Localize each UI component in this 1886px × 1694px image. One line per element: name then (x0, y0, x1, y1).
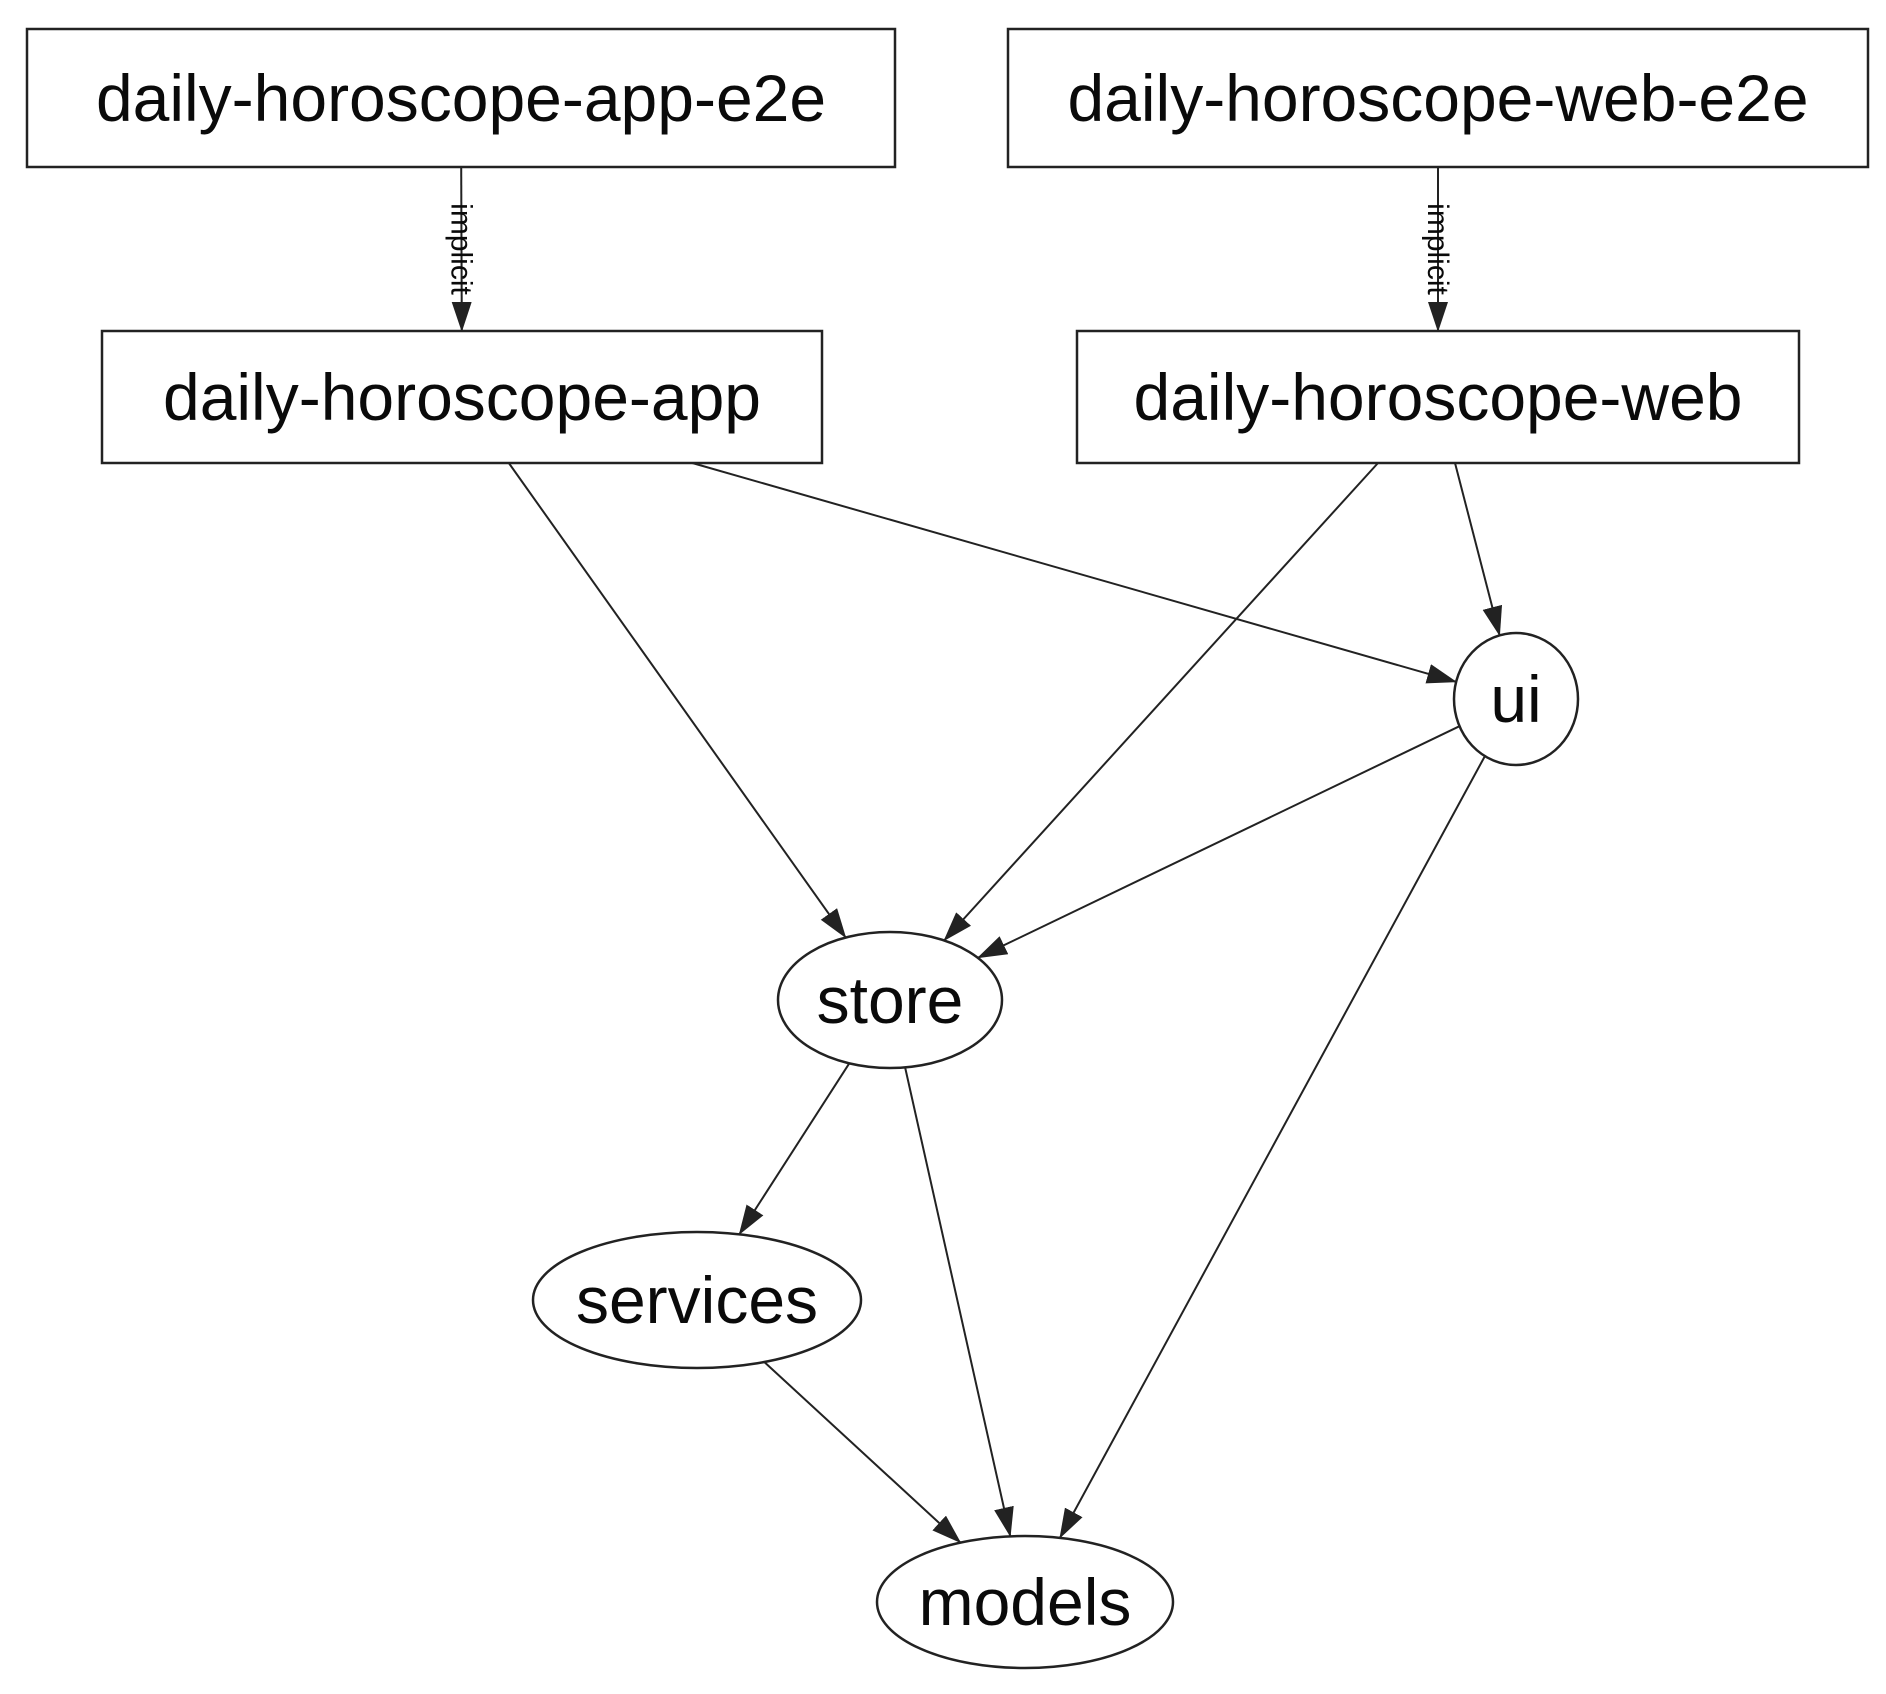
edge-store--services (738, 1062, 851, 1236)
node-store[interactable]: store (776, 930, 1004, 1070)
edge-daily-horoscope-web-e2e--daily-horoscope-web: implicit (1421, 167, 1454, 332)
node-daily-horoscope-web[interactable]: daily-horoscope-web (1075, 329, 1801, 465)
edge-daily-horoscope-app-e2e--daily-horoscope-app: implicit (445, 166, 478, 332)
node-label: services (576, 1263, 818, 1337)
node-ellipse (531, 1230, 863, 1370)
edge-line (976, 725, 1460, 959)
node-daily-horoscope-app-e2e[interactable]: daily-horoscope-app-e2e (25, 27, 897, 169)
node-label: daily-horoscope-web (1134, 360, 1743, 434)
node-ellipse (776, 930, 1004, 1070)
node-label: ui (1490, 662, 1541, 736)
nodes-layer: daily-horoscope-app-e2e daily-horoscope-w… (25, 27, 1870, 1670)
node-ellipse (1452, 631, 1580, 767)
edge-ui--models (1059, 755, 1486, 1539)
node-services[interactable]: services (531, 1230, 863, 1370)
edge-line (1454, 462, 1503, 637)
node-label: daily-horoscope-app-e2e (96, 61, 826, 135)
edge-line (943, 462, 1379, 942)
edge-line (692, 462, 1458, 684)
edge-ui--store (976, 725, 1460, 959)
edge-daily-horoscope-app--store (507, 462, 847, 939)
node-ellipse (875, 1534, 1175, 1670)
edge-label: implicit (1421, 203, 1454, 295)
node-box (100, 329, 824, 465)
edge-services--models (763, 1361, 962, 1544)
edge-line (904, 1067, 1014, 1538)
node-label: daily-horoscope-web-e2e (1067, 61, 1808, 135)
edge-line (507, 462, 847, 939)
node-ui[interactable]: ui (1452, 631, 1580, 767)
edge-store--models (904, 1067, 1014, 1538)
edge-daily-horoscope-app--ui (692, 462, 1458, 684)
edge-line (738, 1062, 851, 1236)
edge-daily-horoscope-web--ui (1454, 462, 1503, 637)
edge-line (763, 1361, 962, 1544)
node-label: store (817, 963, 964, 1037)
node-daily-horoscope-app[interactable]: daily-horoscope-app (100, 329, 824, 465)
edge-line (1059, 755, 1486, 1539)
node-daily-horoscope-web-e2e[interactable]: daily-horoscope-web-e2e (1006, 27, 1870, 169)
node-box (1006, 27, 1870, 169)
node-label: models (919, 1565, 1132, 1639)
edge-line (451, 166, 472, 332)
edge-daily-horoscope-web--store (943, 462, 1379, 942)
node-box (1075, 329, 1801, 465)
node-box (25, 27, 897, 169)
edges-layer: implicit implicit (445, 166, 1503, 1544)
node-label: daily-horoscope-app (163, 360, 761, 434)
node-models[interactable]: models (875, 1534, 1175, 1670)
edge-label: implicit (445, 203, 478, 295)
